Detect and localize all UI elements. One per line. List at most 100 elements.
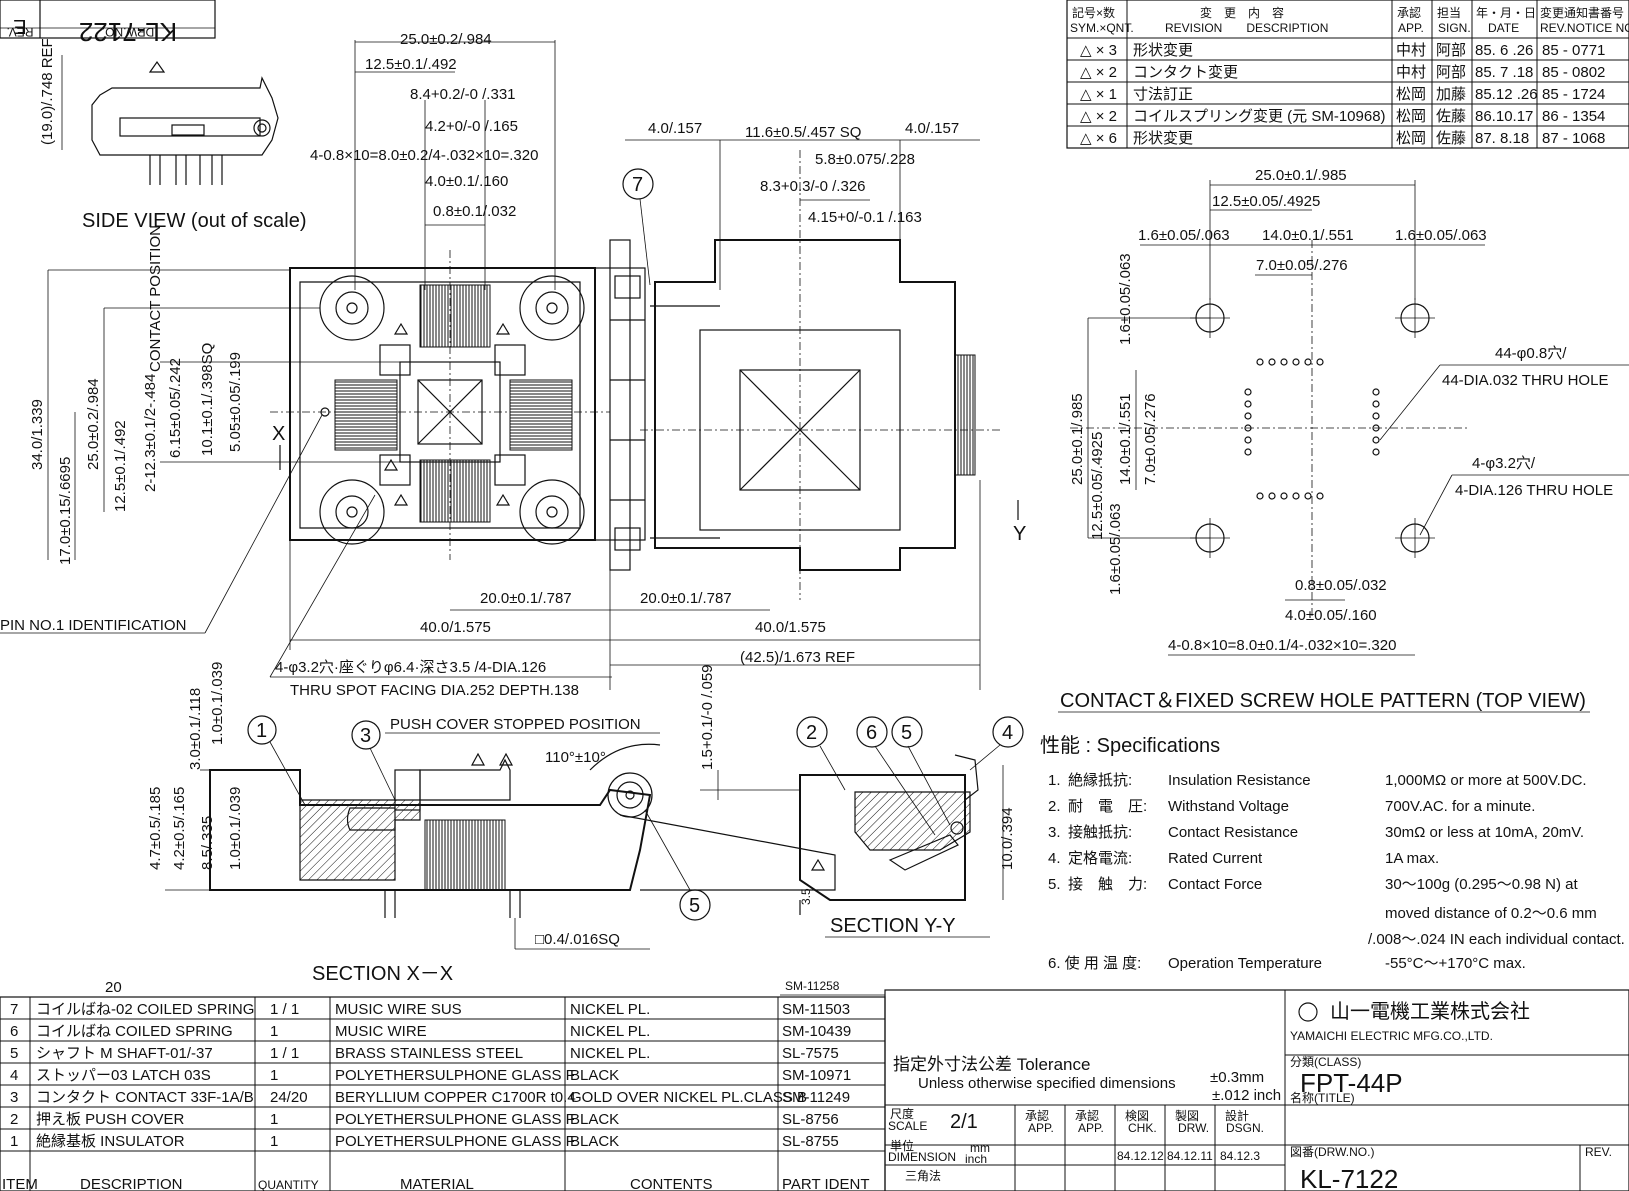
- rev-hdr-desc: 変 更 内 容: [1200, 5, 1284, 20]
- pattern-dim-7: 7.0±0.05/.276: [1256, 257, 1348, 274]
- bom-row-contents: GOLD OVER NICKEL PL.CLASS B: [570, 1089, 807, 1106]
- tb-drw-value: KL-7122: [1300, 1164, 1398, 1191]
- spec-en: Contact Force: [1168, 876, 1262, 893]
- bom-row-qty: 1: [270, 1023, 278, 1040]
- rev-row-app: 中村: [1396, 42, 1426, 59]
- tb-company-en: YAMAICHI ELECTRIC MFG.CO.,LTD.: [1290, 1029, 1493, 1043]
- contact-hole: [1244, 412, 1252, 420]
- rev-row-sym: △ × 2: [1080, 108, 1117, 125]
- rev-row-app: 松岡: [1396, 86, 1426, 103]
- contact-hole: [1244, 388, 1252, 396]
- tb-tol-inch: ±.012 inch: [1212, 1087, 1281, 1104]
- pin1-identification: PIN NO.1 IDENTIFICATION: [0, 617, 186, 634]
- spec-no: 5.: [1048, 876, 1061, 893]
- dim-25-0: 25.0±0.2/.984: [400, 31, 492, 48]
- spec-extra-2: /.008～.024 IN each individual contact.: [1368, 931, 1625, 948]
- tb-date-1: 84.12.12: [1117, 1149, 1164, 1163]
- pattern-v-12-5: 12.5±0.05/.4925: [1089, 432, 1106, 540]
- bom-row-qty: 1: [270, 1133, 278, 1150]
- rev-row-sym: △ × 3: [1080, 42, 1117, 59]
- tb-tol-mm: ±0.3mm: [1210, 1069, 1264, 1086]
- screw-hole-bl: [319, 479, 385, 545]
- dim-8-4: 8.4+0.2/-0 /.331: [410, 86, 516, 103]
- section-y-y: 2 6 5 4 10.0/.394 3.5 SECTION Y-Y: [796, 716, 1024, 938]
- contact-hole: [1372, 436, 1380, 444]
- tb-drw: 製図: [1175, 1109, 1199, 1123]
- spec-no: 1.: [1048, 772, 1061, 789]
- spot-facing-line1: 4-φ3.2穴·座ぐりφ6.4·深さ3.5 /4-DIA.126: [275, 659, 546, 676]
- spec-no: 3.: [1048, 824, 1061, 841]
- spec-val: 30mΩ or less at 10mA, 20mV.: [1385, 824, 1584, 841]
- dim-v-2-12-3: 2-12.3±0.1/2-.484: [142, 374, 159, 492]
- pattern-v-14: 14.0±0.1/.551: [1117, 393, 1134, 485]
- corner-drawing-number-text: KL-7122: [79, 17, 177, 47]
- sx-dim-1-5: 1.5+0.1/-0 /.059: [699, 665, 716, 771]
- revision-table: 記号×数 SYM.×QNT. 変 更 内 容 REVISION DESCRIPT…: [1066, 0, 1629, 149]
- bom-row-desc: コンタクト CONTACT 33F-1A/B: [36, 1089, 254, 1106]
- rev-hdr-notice-en: REV.NOTICE NO.: [1540, 21, 1629, 35]
- pattern-screw-hole-br: [1395, 518, 1435, 558]
- rev-row-date: 86.10.17: [1475, 108, 1533, 125]
- contact-pattern: 25.0±0.1/.985 12.5±0.05/.4925 1.6±0.05/.…: [1058, 167, 1629, 713]
- bom-hdr-cont: CONTENTS: [630, 1176, 713, 1191]
- bom-row-item: 4: [10, 1067, 18, 1084]
- side-view: (19.0)/.748 REF SIDE VIEW (out of scale): [39, 38, 307, 232]
- bom-row-contents: NICKEL PL.: [570, 1023, 650, 1040]
- bom-row-part: SM-10439: [782, 1023, 851, 1040]
- dim-h-40-a: 40.0/1.575: [420, 619, 491, 636]
- tb-date-2: 84.12.11: [1167, 1149, 1213, 1163]
- spec-en: Rated Current: [1168, 850, 1263, 867]
- bom-row-part: SM-11249: [782, 1089, 850, 1106]
- bom-hdr-desc: DESCRIPTION: [80, 1176, 183, 1191]
- sy-callout-4: 4: [1002, 722, 1013, 744]
- spec-title: 性能 : Specifications: [1040, 734, 1220, 757]
- sx-dim-0-4: □0.4/.016SQ: [535, 931, 620, 948]
- bom-row-part: SL-8755: [782, 1133, 839, 1150]
- dim-v-34: 34.0/1.339: [29, 399, 46, 470]
- sy-callout-2: 2: [806, 722, 817, 744]
- bom-row-part: SL-8756: [782, 1111, 839, 1128]
- spec-jp: 接 触 力:: [1068, 876, 1147, 893]
- contact-hole: [1244, 448, 1252, 456]
- y-mark: Y: [1013, 523, 1026, 545]
- pattern-v-7: 7.0±0.05/.276: [1142, 393, 1159, 485]
- spec-temp-val: -55°C～+170°C max.: [1385, 955, 1526, 972]
- hole-note-1a: 44-φ0.8穴/: [1495, 345, 1567, 362]
- contact-hole: [1280, 358, 1288, 366]
- rev-hdr-desc-en: REVISION DESCRIPTION: [1165, 21, 1328, 35]
- contact-hole: [1304, 358, 1312, 366]
- corner-drw-label: DRW.NO.: [102, 25, 154, 39]
- bom-row-material: POLYETHERSULPHONE GLASS F: [335, 1133, 575, 1150]
- hole-note-2a: 4-φ3.2穴/: [1472, 455, 1536, 472]
- rev-row-sign: 阿部: [1436, 64, 1466, 81]
- side-view-height-dim: (19.0)/.748 REF: [39, 38, 56, 145]
- contact-hole: [1292, 492, 1300, 500]
- tb-tolerance-jp: 指定外寸法公差 Tolerance: [893, 1055, 1090, 1074]
- bom-row-contents: BLACK: [570, 1111, 619, 1128]
- tb-app-2: 承認: [1075, 1108, 1099, 1123]
- bom-row-desc: コイルばね COILED SPRING: [36, 1023, 233, 1040]
- tb-app-1: 承認: [1025, 1108, 1049, 1123]
- rev-row-desc: 寸法訂正: [1133, 86, 1193, 103]
- spec-no: 2.: [1048, 798, 1061, 815]
- tb-app-2-en: APP.: [1078, 1121, 1104, 1135]
- sx-callout-3: 3: [360, 725, 371, 747]
- pattern-b-4-0-8x10: 4-0.8×10=8.0±0.1/4-.032×10=.320: [1168, 637, 1396, 654]
- top-view-dimensions: 25.0±0.2/.984 12.5±0.1/.492 8.4+0.2/-0 /…: [0, 31, 981, 699]
- dim-4-2: 4.2+0/-0 /.165: [425, 118, 518, 135]
- tb-rev-label: REV.: [1585, 1145, 1612, 1159]
- right-view: 7 Y 4.0/.157 11.6±0.5/.457 SQ 4.0/.157 5…: [622, 120, 1026, 600]
- bom-row-material: MUSIC WIRE SUS: [335, 1001, 462, 1018]
- dim-4-0: 4.0±0.1/.160: [425, 173, 508, 190]
- tb-app-1-en: APP.: [1028, 1121, 1054, 1135]
- rev-row-notice: 86 - 1354: [1542, 108, 1605, 125]
- dim-r-5-8: 5.8±0.075/.228: [815, 151, 915, 168]
- rev-row-sym: △ × 1: [1080, 86, 1117, 103]
- tb-scale-en: SCALE: [888, 1119, 927, 1133]
- rev-hdr-sign: 担当: [1437, 6, 1461, 20]
- bom-row-item: 3: [10, 1089, 18, 1106]
- pattern-dim-12-5: 12.5±0.05/.4925: [1212, 193, 1320, 210]
- title-block: 指定外寸法公差 Tolerance Unless otherwise speci…: [884, 989, 1629, 1191]
- bom-row-contents: NICKEL PL.: [570, 1001, 650, 1018]
